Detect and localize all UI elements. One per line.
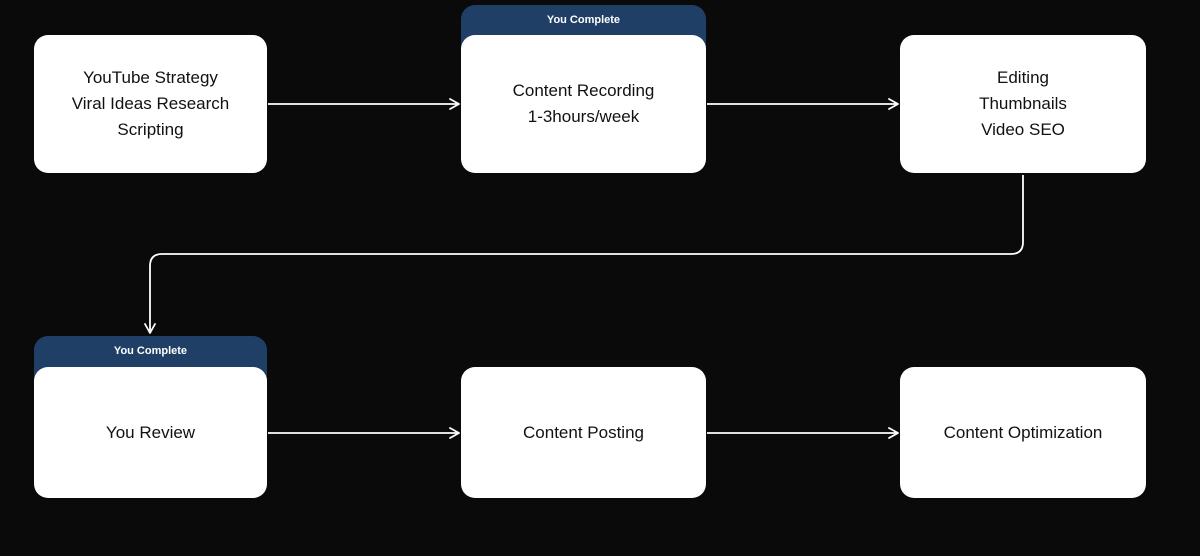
content-posting-node: Content Posting <box>461 367 706 498</box>
content-optimization-node: Content Optimization <box>900 367 1146 498</box>
node-text-line: Viral Ideas Research <box>71 94 230 113</box>
node-text-line: YouTube Strategy <box>83 68 218 87</box>
node-text-line: Content Optimization <box>943 422 1103 442</box>
node-text-line: Content Recording <box>512 81 655 100</box>
you-review-node: You Review <box>34 367 267 498</box>
node-text-line: Editing <box>997 68 1049 87</box>
node-text-line: Video SEO <box>981 120 1065 139</box>
strategy-node: YouTube Strategy Viral Ideas Research Sc… <box>34 35 267 173</box>
node-text-line: Content Posting <box>523 422 644 442</box>
node-text-line: Thumbnails <box>979 94 1067 113</box>
node-text-line: 1-3hours/week <box>527 107 640 126</box>
node-text-line: Scripting <box>117 120 184 139</box>
connector-n3-n4 <box>144 175 1024 334</box>
editing-node: Editing Thumbnails Video SEO <box>900 35 1146 173</box>
content-recording-node: Content Recording 1-3hours/week <box>461 35 706 173</box>
node-text-line: You Review <box>105 422 196 442</box>
